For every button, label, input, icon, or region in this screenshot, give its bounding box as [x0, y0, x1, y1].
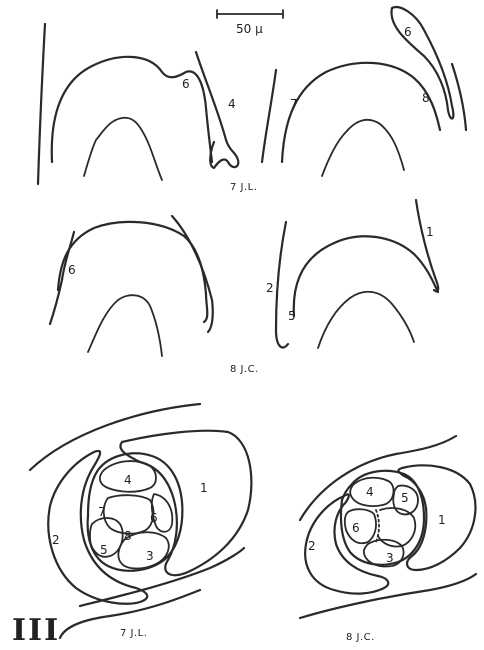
inner-core	[318, 292, 414, 348]
cross-section-right: 1 2 3 4 5 6	[300, 436, 476, 618]
label-5: 5	[401, 491, 409, 505]
dome-outline	[58, 222, 207, 322]
section-row1-left: 6 4	[38, 24, 238, 184]
caption-row1: 7 J.L.	[230, 182, 257, 193]
section-row2-right: 1 2 5	[266, 200, 438, 348]
inner-core	[322, 120, 404, 176]
outer-wall-left	[262, 70, 276, 162]
label-8: 8	[124, 529, 132, 543]
compartment-7-8-inner	[104, 495, 154, 533]
caption-bottom-right: 8 J.C.	[346, 632, 375, 643]
label-4: 4	[366, 485, 374, 499]
scale-bar: 50 μ	[217, 10, 283, 36]
label-7: 7	[98, 505, 106, 519]
scale-bar-label: 50 μ	[236, 22, 263, 36]
label-2: 2	[52, 533, 60, 547]
dome-outline	[282, 63, 440, 162]
outer-arc-top	[30, 404, 200, 470]
label-6: 6	[404, 25, 412, 39]
label-1: 1	[438, 513, 446, 527]
caption-bottom-left: 7 J.L.	[120, 628, 147, 639]
label-4: 4	[228, 97, 236, 111]
dome-outline	[52, 57, 212, 162]
appendage-right	[452, 64, 466, 130]
inner-core	[88, 295, 162, 356]
cross-section-left: 1 2 3 4 5 6 7 8	[30, 404, 251, 638]
label-2: 2	[308, 539, 316, 553]
label-3: 3	[146, 549, 154, 563]
dome-outline	[294, 236, 438, 316]
outer-wall-left	[276, 222, 288, 348]
compartment-2	[48, 451, 147, 604]
label-6: 6	[352, 521, 360, 535]
outer-wall-left	[38, 24, 45, 184]
label-4: 4	[124, 473, 132, 487]
label-3: 3	[386, 551, 394, 565]
section-row1-right: 6 7 8	[262, 7, 466, 176]
label-6: 6	[182, 77, 190, 91]
compartment-6	[345, 509, 376, 543]
label-7: 7	[290, 97, 298, 111]
label-6: 6	[68, 263, 76, 277]
compartment-inner-right	[378, 508, 415, 546]
label-6: 6	[150, 511, 158, 525]
section-row2-left: 6	[50, 216, 213, 356]
label-1: 1	[426, 225, 434, 239]
panel-numeral: III	[12, 613, 60, 648]
label-5: 5	[100, 543, 108, 557]
label-2: 2	[266, 281, 274, 295]
label-5: 5	[288, 309, 296, 323]
inner-core	[84, 118, 162, 180]
outer-wall-right	[416, 200, 438, 292]
caption-row2: 8 J.C.	[230, 364, 259, 375]
label-8: 8	[422, 91, 430, 105]
outer-wall-left	[50, 232, 74, 324]
label-1: 1	[200, 481, 208, 495]
